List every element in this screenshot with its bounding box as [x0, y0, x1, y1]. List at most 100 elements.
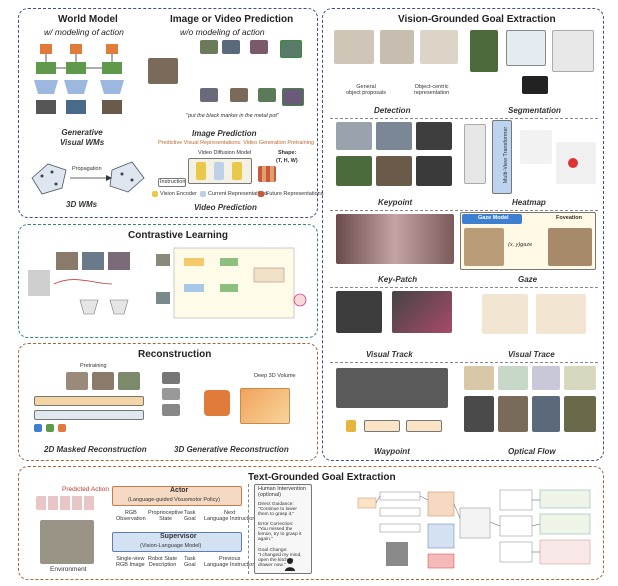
optical-flow-caption: Optical Flow: [508, 447, 556, 456]
video-latent: [232, 162, 242, 180]
rgb-frame: [162, 388, 180, 400]
waypoint-caption: Waypoint: [374, 447, 410, 456]
voxel-encoder: [204, 390, 230, 416]
human-title: Human Intervention (optional): [258, 486, 306, 498]
latent-block: [106, 44, 118, 54]
point-cloud-right: [109, 161, 145, 193]
visual-trace-image: [482, 294, 528, 334]
transformer-label: Multi-View Transformer: [503, 126, 510, 184]
gaze-model-label: Gaze Model: [478, 215, 509, 221]
actor-input-3: Next Language Instruction: [204, 510, 256, 522]
flow-image: [564, 366, 596, 390]
robot-image: [386, 542, 408, 566]
shape-label: Shape:: [278, 150, 297, 156]
encoder-block: [36, 62, 56, 74]
chat-bubble: [499, 515, 533, 537]
legend-vision-encoder: Vision Encoder: [160, 191, 197, 197]
visual-track-image: [392, 291, 452, 333]
keypoint-image: [336, 156, 372, 186]
token: [58, 424, 66, 432]
legend-swatch: [258, 191, 264, 197]
frame-thumbnail: [66, 100, 86, 114]
predicted-frame: [282, 88, 304, 106]
pretraining-label: Pretraining: [80, 363, 107, 369]
keypoint-image: [416, 156, 452, 186]
token: [46, 424, 54, 432]
human-item-2: Goal Change: "I changed my mind, open th…: [258, 548, 302, 568]
predicted-frame: [250, 40, 268, 54]
visual-track-caption: Visual Track: [366, 350, 413, 359]
input-frame: [148, 58, 178, 84]
visual-trace-caption: Visual Trace: [508, 350, 555, 359]
image-video-subtitle: w/o modeling of action: [180, 27, 265, 37]
generative-wm-diagram: [34, 44, 124, 114]
predicted-frame: [200, 88, 218, 102]
keypatch-image: [336, 214, 454, 264]
video-latent: [214, 162, 224, 180]
3d-wm-caption: 3D WMs: [66, 200, 98, 209]
foveation-label: Foveation: [556, 215, 582, 221]
flow-node: [379, 491, 421, 501]
visual-track-image: [336, 291, 382, 333]
robot-arm-image: [520, 130, 552, 164]
detection-left-label: General object proposals: [346, 84, 387, 96]
waypoint-block: [406, 420, 442, 432]
multi-view-transformer-box: [492, 120, 512, 194]
chat-bubble: [499, 541, 533, 563]
encoder-trapezoid: [79, 299, 99, 315]
flow-node: [379, 507, 421, 517]
keypoint-image: [376, 156, 412, 186]
encoder-block: [66, 62, 86, 74]
keypoint-image: [336, 122, 372, 150]
actor-subtitle: (Language-guided Visuomotor Policy): [128, 497, 220, 503]
flow-node: [459, 507, 491, 539]
flow-image: [464, 396, 494, 432]
deep-3d-volume: [240, 388, 290, 424]
waypoint-block: [364, 420, 400, 432]
decoder-block: [34, 80, 58, 94]
flow-image: [498, 366, 528, 390]
supervisor-title: Supervisor: [160, 533, 197, 540]
instruction-label: Instruction: [160, 179, 186, 185]
masked-frame: [118, 372, 140, 390]
frame-thumbnail: [102, 100, 122, 114]
vision-goal-title: Vision-Grounded Goal Extraction: [398, 14, 556, 25]
decoder-block: [100, 80, 124, 94]
transformer-encoder-box: [34, 396, 144, 406]
chat-bubble: [539, 489, 591, 509]
text-goal-panel: [18, 466, 604, 580]
objective-node: [293, 293, 307, 307]
latent-block: [70, 44, 82, 54]
segmentation-caption: Segmentation: [508, 106, 561, 115]
gaze-coord: (x, y)gaze: [508, 242, 533, 248]
flow-node: [427, 491, 455, 517]
actor-input-0: RGB Observation: [116, 510, 146, 522]
predicted-action-label: Predicted Action: [62, 486, 109, 493]
legend-swatch: [152, 191, 158, 197]
actor-title: Actor: [170, 487, 189, 494]
gaze-scene: [464, 228, 504, 266]
supervisor-input-0: Single-view RGB Image: [116, 556, 145, 568]
flow-image: [532, 396, 560, 432]
world-model-panel: [18, 8, 318, 218]
heatmap-peak: [568, 158, 578, 168]
world-model-subtitle: w/ modeling of action: [44, 27, 124, 37]
shape-value: (T, H, W): [276, 158, 298, 164]
keypoint-image: [376, 122, 412, 150]
video-latent: [196, 162, 206, 180]
visual-trace-image: [536, 294, 586, 334]
human-intervention-box: [254, 484, 312, 574]
encoder-trapezoid: [109, 299, 129, 315]
predicted-frame: [222, 40, 240, 54]
keypoint-image: [416, 122, 452, 150]
flow-image: [498, 396, 528, 432]
2d-masked-caption: 2D Masked Reconstruction: [44, 445, 147, 454]
encoder-block: [102, 62, 122, 74]
keypoint-caption: Keypoint: [378, 198, 413, 207]
masked-frame: [92, 372, 114, 390]
waypoint-token: [346, 420, 356, 432]
actor-input-1: Proprioceptive State: [148, 510, 184, 522]
detection-image: [420, 30, 458, 64]
propagation-label: Propagation: [72, 166, 102, 172]
instruction-box: [158, 178, 186, 187]
